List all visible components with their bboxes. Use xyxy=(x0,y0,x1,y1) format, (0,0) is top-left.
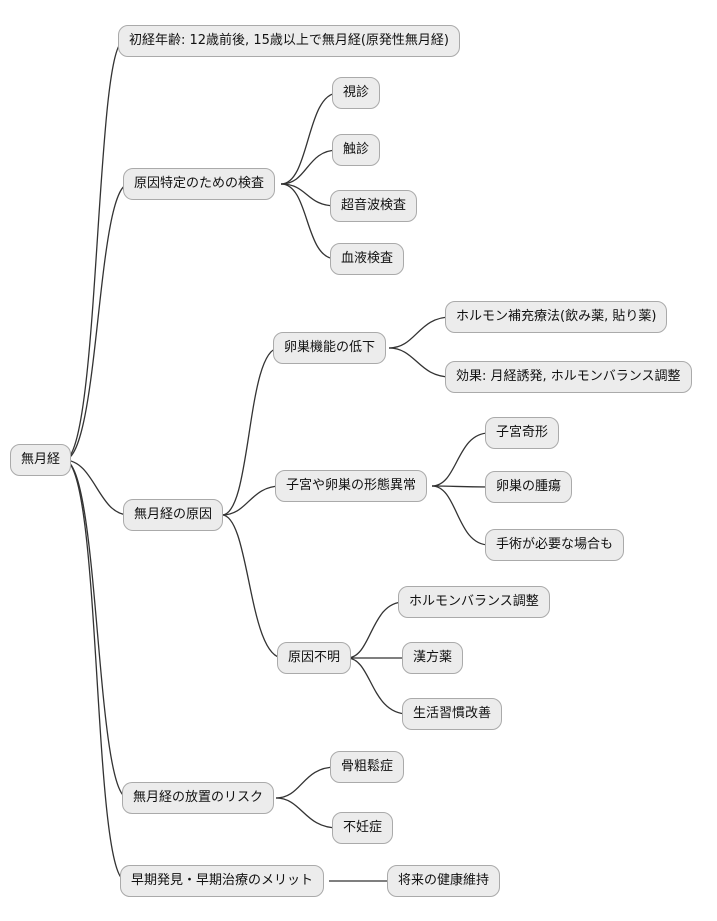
node-unknown-cause: 原因不明 xyxy=(277,642,352,675)
edge-unknown-lifestyle xyxy=(346,657,409,715)
edge-abnormality-uterine-malformation xyxy=(431,432,490,487)
edge-risks-osteoporosis xyxy=(275,766,337,799)
edge-root-menarche-age xyxy=(63,40,125,461)
node-surgery-possible: 手術が必要な場合も xyxy=(485,529,625,562)
node-ovarian-tumor: 卵巣の腫瘍 xyxy=(485,471,573,504)
edge-hypofunction-effect xyxy=(388,347,452,378)
node-uterine-malformation: 子宮奇形 xyxy=(485,417,560,450)
node-lifestyle-improvement: 生活習慣改善 xyxy=(402,698,503,731)
node-amenorrhea-root: 無月経 xyxy=(10,444,72,477)
node-diagnostic-tests: 原因特定のための検査 xyxy=(123,168,276,201)
node-neglect-risks: 無月経の放置のリスク xyxy=(122,782,275,815)
edge-root-diagnostic-tests xyxy=(63,183,130,461)
edge-unknown-hormone-balance xyxy=(346,601,405,659)
edge-causes-ovarian-hypofunction xyxy=(221,347,280,516)
edge-tests-blood-test xyxy=(280,183,337,260)
node-kampo-medicine: 漢方薬 xyxy=(402,642,464,675)
edge-root-neglect-risks xyxy=(63,459,129,799)
edge-hypofunction-hormone-replacement xyxy=(388,316,452,349)
node-blood-test: 血液検査 xyxy=(330,243,405,276)
node-early-treatment-merit: 早期発見・早期治療のメリット xyxy=(120,865,325,898)
edge-tests-visual-inspection xyxy=(280,92,339,185)
edge-tests-palpation xyxy=(280,149,339,185)
edge-causes-morphological-abnormality xyxy=(221,485,282,516)
node-ultrasound: 超音波検査 xyxy=(330,190,418,223)
node-menarche-age: 初経年齢: 12歳前後, 15歳以上で無月経(原発性無月経) xyxy=(118,25,461,58)
node-ovarian-hypofunction: 卵巣機能の低下 xyxy=(273,332,387,365)
node-effect-menstruation: 効果: 月経誘発, ホルモンバランス調整 xyxy=(445,361,692,394)
edge-causes-unknown-cause xyxy=(221,514,284,659)
node-hormone-replacement: ホルモン補充療法(飲み薬, 貼り薬) xyxy=(445,301,668,334)
edge-abnormality-surgery xyxy=(431,485,490,546)
edge-root-causes xyxy=(63,459,130,516)
edge-abnormality-ovarian-tumor xyxy=(431,485,490,488)
node-future-health: 将来の健康維持 xyxy=(387,865,501,898)
node-hormone-balance: ホルモンバランス調整 xyxy=(398,586,550,619)
edge-tests-ultrasound xyxy=(280,183,337,207)
edge-risks-infertility xyxy=(275,797,339,829)
node-palpation: 触診 xyxy=(332,134,381,167)
node-visual-inspection: 視診 xyxy=(332,77,381,110)
node-infertility: 不妊症 xyxy=(332,812,394,845)
node-osteoporosis: 骨粗鬆症 xyxy=(330,751,405,784)
edge-root-early-treatment-merit xyxy=(63,459,127,882)
node-morphological-abnormality: 子宮や卵巣の形態異常 xyxy=(275,470,428,503)
node-causes: 無月経の原因 xyxy=(123,499,224,532)
